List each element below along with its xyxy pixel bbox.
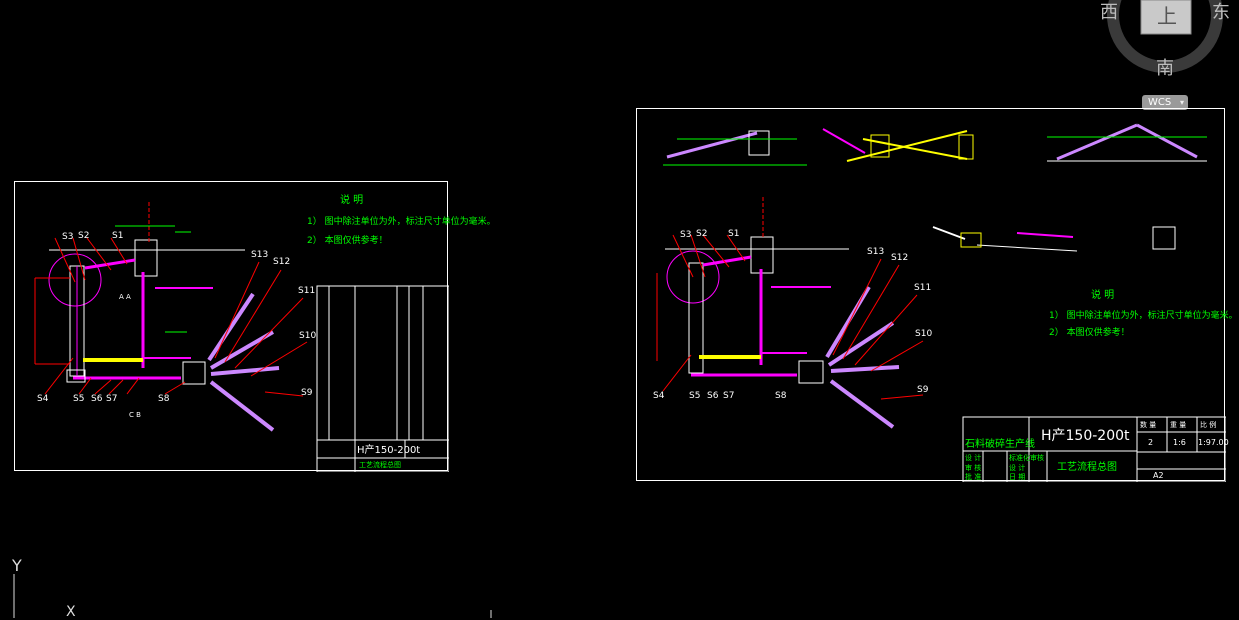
title-block-row: 标准化审核	[1009, 454, 1044, 462]
stream-label: S8	[158, 394, 170, 404]
ucs-x-label: X	[66, 604, 76, 620]
note-1: 1） 图中除注单位为外，标注尺寸单位为毫米。	[1049, 311, 1238, 321]
title-block-row: 设 计	[965, 454, 982, 462]
stream-label: S10	[299, 331, 317, 341]
stream-label: S6	[707, 391, 719, 401]
title-block-header: 数 量	[1140, 421, 1157, 429]
stream-label: S2	[696, 229, 708, 239]
title-block-capacity: H产150-200t	[357, 445, 421, 456]
wcs-menu-button[interactable]: WCS ▾	[1142, 95, 1188, 110]
stream-label: S9	[917, 385, 929, 395]
stream-label: S9	[301, 388, 313, 398]
stream-label: S6	[91, 394, 103, 404]
stream-label: S11	[298, 286, 316, 296]
stream-label: S10	[915, 329, 933, 339]
process-flow-drawing-left	[34, 202, 449, 472]
compass-south-label[interactable]: 南	[1156, 58, 1174, 79]
title-block-header: 比 例	[1200, 421, 1217, 429]
wcs-label: WCS	[1148, 97, 1172, 108]
stream-label: S13	[867, 247, 885, 257]
title-block-drawing-name: 工艺流程总图	[359, 461, 401, 469]
title-block-row: 设 计	[1009, 464, 1026, 472]
title-block-project: 石料破碎生产线	[965, 439, 1035, 450]
compass-east-label[interactable]: 东	[1212, 2, 1230, 23]
viewcube[interactable]: 西 上 东 南	[1095, 0, 1239, 110]
stream-label: S1	[112, 231, 124, 241]
title-block-drawing-name: 工艺流程总图	[1057, 462, 1117, 473]
title-block-value: 1:6	[1173, 438, 1186, 447]
title-block-header: 重 量	[1170, 421, 1187, 429]
title-block-value: 2	[1148, 438, 1154, 447]
viewcube-top-label[interactable]: 上	[1157, 4, 1177, 28]
title-block-row: 审 核	[965, 464, 982, 472]
stream-label: S12	[273, 257, 291, 267]
compass-west-label[interactable]: 西	[1100, 2, 1118, 23]
title-block-capacity: H产150-200t	[1041, 428, 1130, 444]
title-block-value: 1:97.00	[1198, 438, 1229, 447]
title-block-row: 日 期	[1009, 473, 1026, 481]
stream-label: S7	[106, 394, 118, 404]
paper-size-label: A2	[1153, 471, 1164, 480]
viewcube-compass-ring[interactable]	[1095, 0, 1239, 110]
stream-label: S13	[251, 250, 269, 260]
stream-label: S1	[728, 229, 740, 239]
chevron-down-icon: ▾	[1179, 98, 1184, 107]
note-2: 2） 本图仅供参考！	[1049, 328, 1130, 338]
stream-label: S4	[37, 394, 49, 404]
title-block-row: 批 准	[965, 473, 982, 481]
drawing-sheet-left[interactable]: 说 明 1） 图中除注单位为外，标注尺寸单位为毫米。 2） 本图仅供参考！ S1…	[14, 181, 496, 472]
stream-label: S3	[62, 232, 74, 242]
section-label-c: C B	[129, 411, 141, 419]
stream-label: S5	[689, 391, 701, 401]
stream-label: S12	[891, 253, 909, 263]
section-label-a: A A	[119, 293, 131, 301]
notes-title: 说 明	[1091, 290, 1115, 301]
drawing-sheet-right[interactable]: 说 明 1） 图中除注单位为外，标注尺寸单位为毫米。 2） 本图仅供参考！ S1…	[636, 108, 1238, 482]
stream-label: S4	[653, 391, 665, 401]
ucs-axes	[13, 574, 492, 618]
stream-label: S2	[78, 231, 90, 241]
process-flow-drawing-right	[656, 123, 1226, 482]
stream-label: S3	[680, 230, 692, 240]
stream-label: S8	[775, 391, 787, 401]
stream-label: S7	[723, 391, 735, 401]
viewcube-top-face	[1140, 0, 1192, 35]
stream-label: S5	[73, 394, 85, 404]
stream-label: S11	[914, 283, 932, 293]
note-1: 1） 图中除注单位为外，标注尺寸单位为毫米。	[307, 217, 496, 227]
note-2: 2） 本图仅供参考！	[307, 236, 388, 246]
ucs-y-label: Y	[12, 556, 22, 575]
notes-title: 说 明	[340, 195, 364, 206]
